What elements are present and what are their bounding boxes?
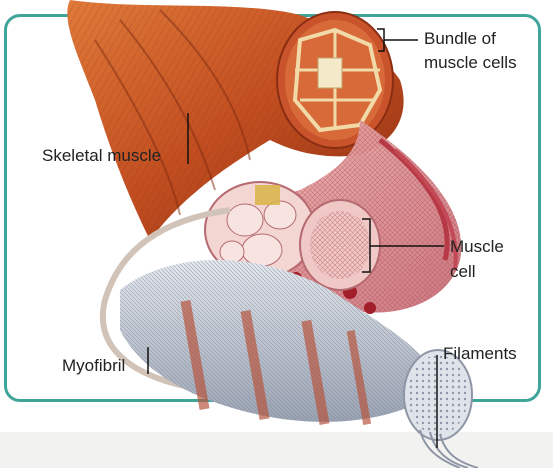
label-myofibril: Myofibril (62, 356, 125, 376)
label-bundle-line2: muscle cells (424, 53, 517, 73)
label-bundle-line1: Bundle of (424, 29, 496, 49)
label-muscle-cell-line1: Muscle (450, 237, 504, 257)
muscle-cross-section (277, 12, 393, 148)
label-skeletal-muscle: Skeletal muscle (42, 146, 161, 166)
label-muscle-cell-line2: cell (450, 262, 476, 282)
filament-end (404, 350, 478, 468)
label-filaments: Filaments (443, 344, 517, 364)
